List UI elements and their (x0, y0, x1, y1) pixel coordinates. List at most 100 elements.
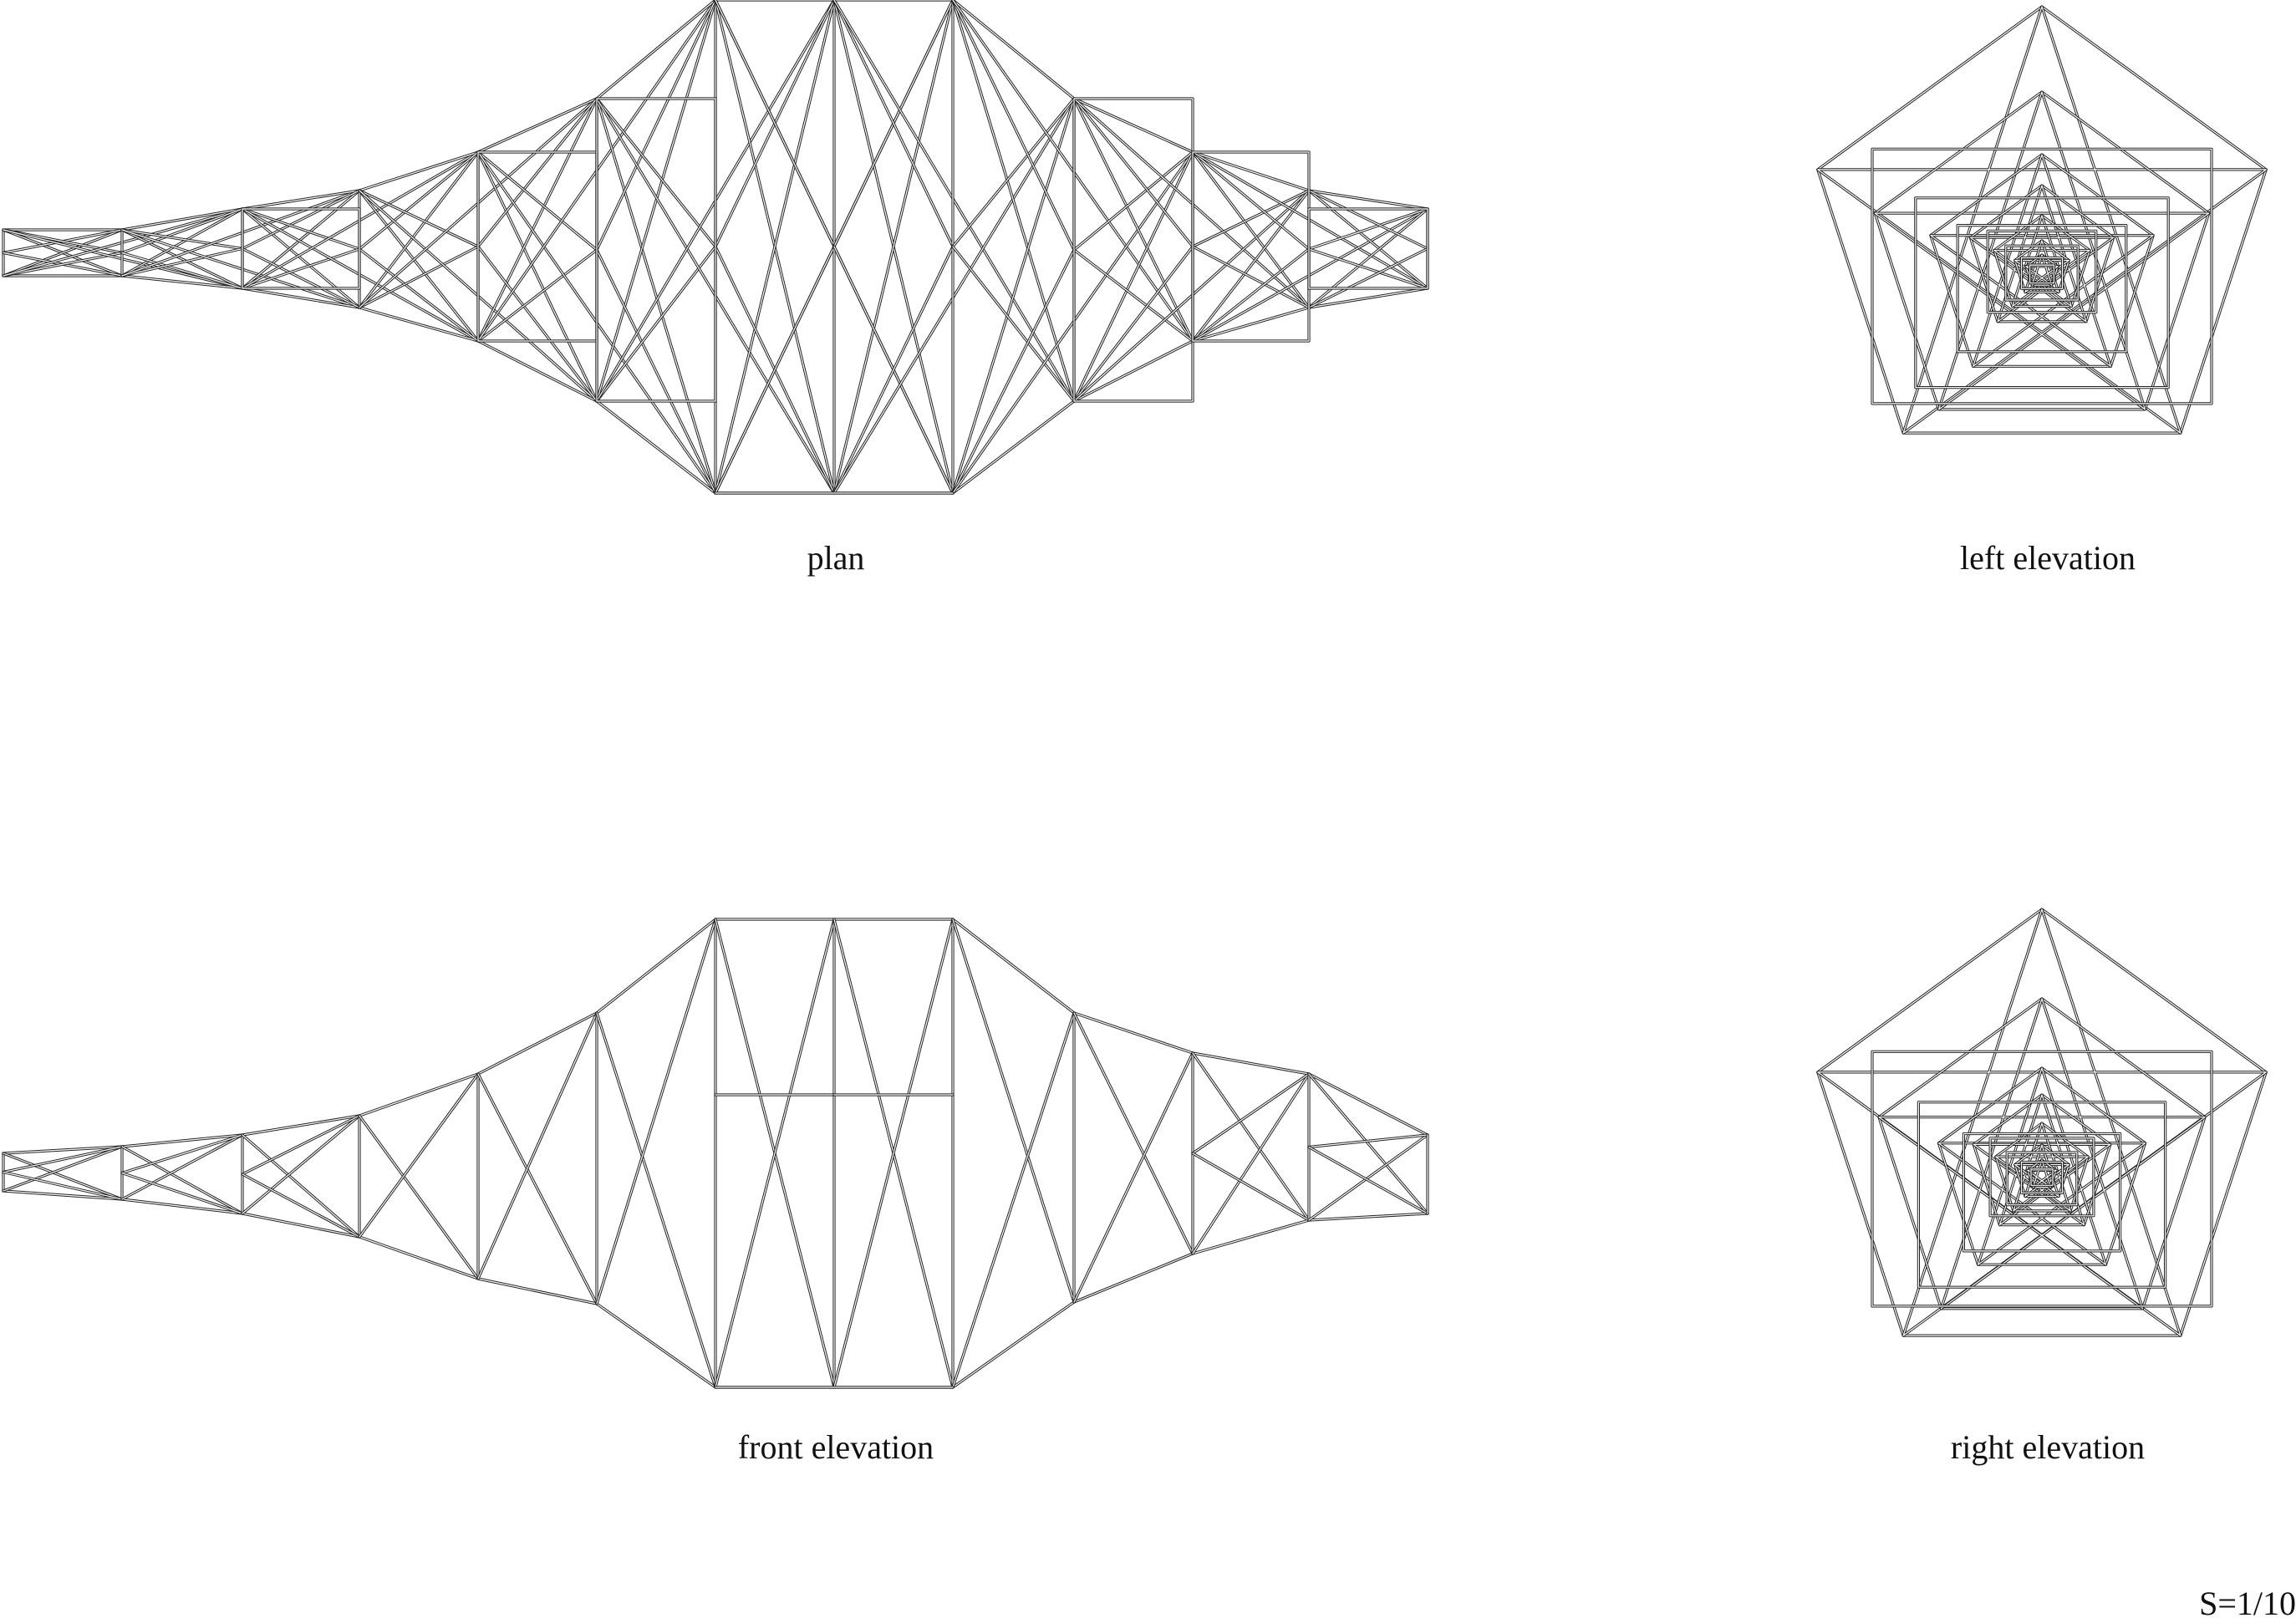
edge-top (1072, 1011, 1194, 1055)
brace (120, 228, 244, 251)
brace (951, 0, 1076, 252)
brace (241, 247, 361, 290)
pentagon-ring (1994, 1122, 2090, 1213)
brace (476, 97, 598, 343)
pentagram-brace (1873, 90, 2211, 411)
ring-frame (1307, 207, 1429, 290)
edge-bottom (1307, 287, 1429, 309)
edge-top (1191, 1051, 1311, 1076)
brace (120, 1133, 244, 1175)
brace (1191, 1152, 1311, 1222)
square-ring (1917, 1101, 2167, 1289)
brace (832, 245, 955, 495)
pentagon-ring (1937, 1066, 2147, 1266)
plan-caption: plan (807, 539, 865, 577)
brace (1307, 207, 1429, 251)
square-ring (2029, 1168, 2054, 1187)
brace (1191, 150, 1311, 251)
pentagon-ring (1929, 153, 2155, 368)
brace (241, 247, 361, 309)
brace (241, 189, 361, 290)
brace (595, 97, 717, 248)
right-elevation-caption: right elevation (1950, 1428, 2146, 1466)
scale-note: S=1/10 (2199, 1585, 2296, 1622)
plan-view (0, 0, 1438, 501)
brace (595, 0, 717, 403)
brace (476, 1011, 598, 1280)
square-ring (1956, 224, 2128, 354)
brace (2, 1152, 124, 1201)
edge-top (241, 189, 361, 211)
pentagon-ring (1816, 908, 2268, 1337)
edge-bottom (595, 1302, 717, 1389)
edge-bottom (595, 399, 717, 495)
edge-bottom (2, 1189, 124, 1201)
brace (1072, 97, 1194, 343)
brace (2, 1145, 124, 1193)
brace (1307, 247, 1429, 309)
brace (120, 207, 244, 277)
brace (2, 1145, 124, 1174)
square-ring (1871, 147, 2213, 405)
brace (1191, 1072, 1311, 1255)
edge-bottom (476, 339, 598, 403)
edge-top (120, 1133, 244, 1148)
edge-top (1307, 1072, 1429, 1137)
edge-bottom (241, 287, 361, 309)
edge-bottom (1191, 1219, 1311, 1255)
edge-bottom (1072, 1252, 1194, 1304)
brace (476, 97, 598, 248)
edge-bottom (358, 306, 480, 343)
brace (1191, 189, 1311, 248)
brace (358, 189, 480, 248)
pentagram-brace (1994, 1122, 2090, 1213)
edge-top (1072, 97, 1194, 154)
brace (1191, 150, 1311, 309)
pentagon-ring (2013, 1143, 2070, 1198)
pentagram-brace (1929, 153, 2155, 368)
brace (1307, 207, 1429, 309)
brace (241, 1114, 361, 1215)
left-elevation-caption: left elevation (1960, 539, 2136, 577)
brace (951, 97, 1076, 248)
brace (358, 150, 480, 251)
pentagon-ring (1877, 997, 2207, 1310)
edge-bottom (358, 1235, 480, 1280)
edge-top (951, 0, 1076, 100)
brace (714, 918, 836, 1389)
pentagon-ring (1816, 5, 2268, 435)
brace (1072, 150, 1194, 252)
edge-top (2, 1145, 124, 1155)
brace (1307, 247, 1429, 290)
ring-frame (1072, 97, 1194, 403)
brace (241, 1133, 361, 1239)
brace (1307, 1133, 1429, 1149)
brace (1191, 247, 1311, 343)
square-ring (2004, 244, 2080, 302)
square-ring (2019, 1160, 2064, 1194)
edge-top (358, 1072, 480, 1117)
brace (120, 207, 244, 255)
brace (476, 150, 598, 403)
square-ring (2019, 256, 2064, 290)
brace (358, 245, 480, 309)
brace (358, 1114, 480, 1280)
brace (2, 251, 124, 277)
brace (1307, 1133, 1429, 1222)
front-elevation-caption: front elevation (737, 1428, 934, 1466)
square-ring (2029, 263, 2055, 285)
pentagon-ring (1993, 214, 2091, 308)
square-ring (1988, 1137, 2095, 1218)
brace (358, 247, 480, 343)
pentagon-ring (1968, 184, 2115, 323)
brace (2, 1170, 124, 1201)
brace (1072, 150, 1194, 403)
brace (476, 248, 598, 343)
square-ring (1986, 229, 2098, 314)
edge-bottom (1191, 306, 1311, 343)
brace (1072, 1011, 1194, 1255)
brace (1191, 1051, 1311, 1222)
brace (241, 1173, 361, 1239)
brace (120, 228, 244, 290)
brace (120, 1133, 244, 1201)
